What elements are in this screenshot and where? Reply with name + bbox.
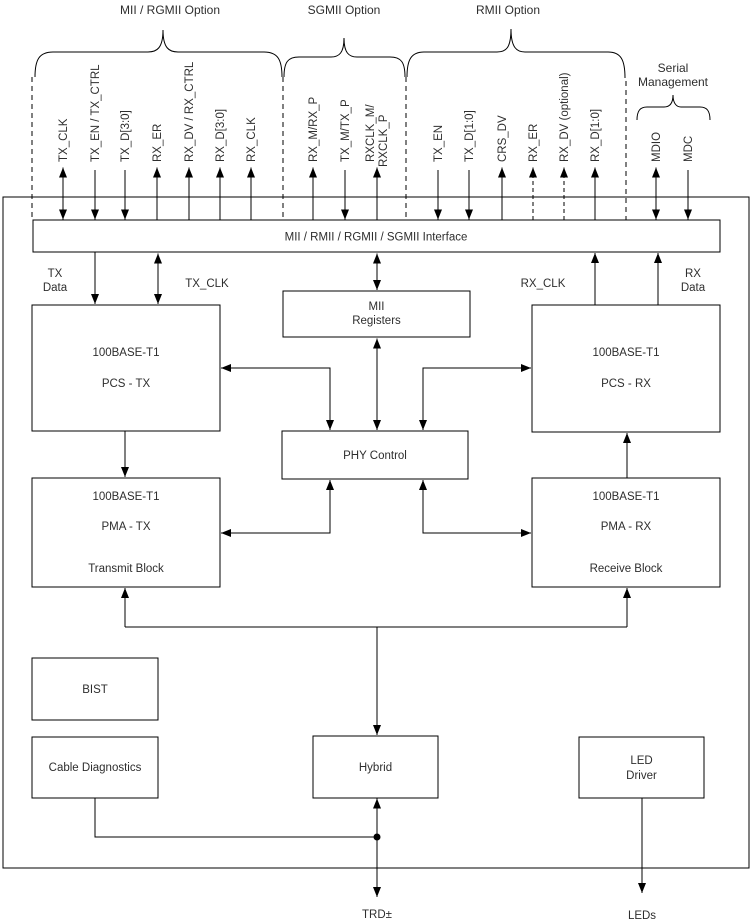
signal-rmii-crs-dv-label: CRS_DV bbox=[497, 115, 509, 162]
pcs-tx-block bbox=[31, 304, 221, 432]
signal-mii-tx-d: TX_D[3:0] bbox=[120, 110, 132, 220]
leds-pin-label: LEDs bbox=[628, 910, 656, 922]
signal-rmii-tx-en-label: TX_EN bbox=[433, 125, 445, 162]
signal-rmii-tx-d-label: TX_D[1:0] bbox=[464, 110, 476, 162]
signal-rmii-rx-dv-label: RX_DV (optional) bbox=[559, 72, 571, 162]
brace-rmii bbox=[406, 28, 626, 79]
pcs-tx-label-line1: 100BASE-T1 bbox=[92, 347, 159, 359]
signal-mii-tx-clk: TX_CLK bbox=[58, 118, 70, 220]
rx-data-label-line2: Data bbox=[681, 282, 706, 294]
brace-serial-management bbox=[636, 94, 711, 121]
signal-rmii-tx-d: TX_D[1:0] bbox=[464, 110, 476, 220]
cable-diagnostics-block bbox=[31, 736, 159, 799]
mii-registers-block bbox=[282, 290, 471, 338]
signal-sgmii-rxclk-label-line2: RXCLK_P bbox=[378, 114, 390, 167]
signal-rmii-tx-en: TX_EN bbox=[433, 125, 445, 220]
group-title-mii-rgmii: MII / RGMII Option bbox=[120, 3, 220, 17]
hybrid-block bbox=[312, 735, 439, 799]
cable-diagnostics-label: Cable Diagnostics bbox=[49, 762, 142, 774]
phy-control-block bbox=[281, 430, 469, 480]
conn-pmatx-phycontrol bbox=[221, 480, 334, 537]
signal-rmii-crs-dv: CRS_DV bbox=[497, 115, 509, 220]
signal-mdio-label: MDIO bbox=[651, 132, 663, 162]
signal-rmii-rx-d: RX_D[1:0] bbox=[590, 109, 602, 220]
junction-dot bbox=[373, 833, 381, 841]
brace-sgmii bbox=[283, 37, 406, 78]
led-driver-label-line1: LED bbox=[630, 755, 652, 767]
signal-mii-rx-er-label: RX_ER bbox=[152, 124, 164, 162]
signal-mdio: MDIO bbox=[651, 132, 663, 220]
signal-mii-tx-en-label: TX_EN / TX_CTRL bbox=[90, 64, 102, 162]
signal-sgmii-tx: TX_M/TX_P bbox=[340, 99, 352, 220]
pcs-rx-block bbox=[531, 304, 721, 433]
group-title-serial-line1: Serial bbox=[658, 61, 689, 75]
tx-data-label-line2: Data bbox=[43, 282, 68, 294]
pma-tx-block bbox=[31, 477, 221, 588]
group-title-rmii: RMII Option bbox=[476, 3, 540, 17]
signal-rmii-rx-er-label: RX_ER bbox=[528, 124, 540, 162]
pcs-tx-label-line2: PCS - TX bbox=[102, 378, 151, 390]
conn-pmarx-phycontrol bbox=[419, 480, 531, 537]
pcs-rx-label-line2: PCS - RX bbox=[601, 378, 651, 390]
hybrid-label: Hybrid bbox=[359, 762, 392, 774]
tx-data-label-line1: TX bbox=[48, 268, 63, 280]
trd-pin-label: TRD± bbox=[362, 909, 392, 921]
signal-sgmii-rx-label: RX_M/RX_P bbox=[308, 96, 320, 162]
led-driver-block bbox=[578, 736, 705, 799]
signal-mii-rx-dv: RX_DV / RX_CTRL bbox=[184, 61, 196, 220]
signal-sgmii-tx-label: TX_M/TX_P bbox=[340, 99, 352, 162]
mii-registers-label-line1: MII bbox=[369, 301, 385, 313]
phy-control-label: PHY Control bbox=[343, 450, 407, 462]
pma-tx-label-line3: Transmit Block bbox=[88, 563, 164, 575]
signal-sgmii-rxclk-label-line1: RXCLK_M/ bbox=[365, 104, 377, 162]
pcs-rx-label-line1: 100BASE-T1 bbox=[592, 347, 659, 359]
interface-block-label: MII / RMII / RGMII / SGMII Interface bbox=[285, 232, 468, 244]
pma-rx-label-line2: PMA - RX bbox=[601, 521, 652, 533]
signal-mii-rx-clk: RX_CLK bbox=[246, 117, 258, 220]
group-title-sgmii: SGMII Option bbox=[308, 3, 381, 17]
signal-mii-tx-d-label: TX_D[3:0] bbox=[120, 110, 132, 162]
signal-sgmii-rxclk: RXCLK_M/ RXCLK_P bbox=[365, 104, 390, 220]
signal-sgmii-rx: RX_M/RX_P bbox=[308, 96, 320, 220]
signal-mii-tx-en: TX_EN / TX_CTRL bbox=[90, 64, 102, 220]
conn-pcstx-phycontrol bbox=[221, 364, 334, 430]
bist-block bbox=[31, 657, 159, 721]
tx-clk-bus-label: TX_CLK bbox=[185, 278, 229, 290]
signal-rmii-rx-er: RX_ER bbox=[528, 124, 540, 220]
group-title-serial-line2: Management bbox=[638, 75, 709, 89]
signal-mdc: MDC bbox=[683, 136, 695, 220]
pma-tx-label-line1: 100BASE-T1 bbox=[92, 491, 159, 503]
pma-rx-block bbox=[531, 477, 721, 588]
bist-label: BIST bbox=[82, 684, 108, 696]
led-driver-label-line2: Driver bbox=[626, 770, 657, 782]
pma-rx-label-line3: Receive Block bbox=[590, 563, 663, 575]
signal-mii-rx-d: RX_D[3:0] bbox=[215, 109, 227, 220]
interface-block bbox=[32, 219, 721, 253]
signal-mii-rx-dv-label: RX_DV / RX_CTRL bbox=[184, 61, 196, 162]
signal-rmii-rx-dv: RX_DV (optional) bbox=[559, 72, 571, 220]
pma-tx-label-line2: PMA - TX bbox=[102, 521, 151, 533]
signal-mii-tx-clk-label: TX_CLK bbox=[58, 118, 70, 162]
brace-mii-rgmii bbox=[34, 29, 283, 78]
pma-rx-label-line1: 100BASE-T1 bbox=[592, 491, 659, 503]
signal-rmii-rx-d-label: RX_D[1:0] bbox=[590, 109, 602, 162]
signal-mii-rx-d-label: RX_D[3:0] bbox=[215, 109, 227, 162]
signal-mii-rx-er: RX_ER bbox=[152, 124, 164, 220]
signal-mdc-label: MDC bbox=[683, 136, 695, 162]
rx-data-label-line1: RX bbox=[685, 268, 701, 280]
conn-cable-diagnostics-tap bbox=[94, 798, 377, 838]
conn-pcsrx-phycontrol bbox=[419, 364, 531, 430]
mii-registers-label-line2: Registers bbox=[352, 315, 401, 327]
signal-mii-rx-clk-label: RX_CLK bbox=[246, 117, 258, 162]
rx-clk-bus-label: RX_CLK bbox=[521, 278, 566, 290]
